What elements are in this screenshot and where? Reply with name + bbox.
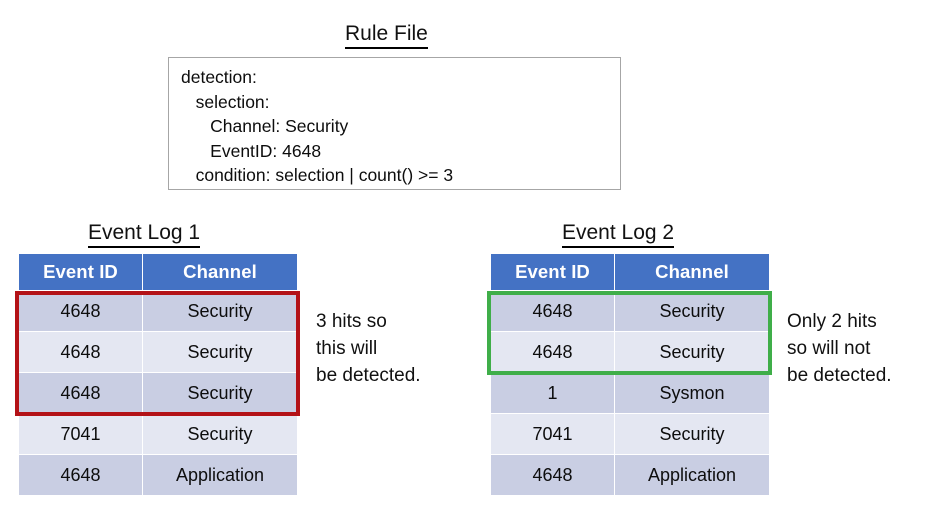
cell-channel: Security (614, 290, 770, 332)
annotation-event-log-1: 3 hits so this will be detected. (316, 311, 421, 386)
cell-event-id: 1 (490, 372, 615, 414)
column-header-channel: Channel (614, 253, 770, 291)
cell-event-id: 4648 (490, 454, 615, 496)
table-row: 4648 Application (18, 454, 298, 496)
cell-channel: Sysmon (614, 372, 770, 414)
rule-file-box: detection: selection: Channel: Security … (168, 57, 621, 190)
table-row: 4648 Security (18, 331, 298, 373)
column-header-event-id: Event ID (490, 253, 615, 291)
table-row: 4648 Security (18, 290, 298, 332)
cell-channel: Security (142, 331, 298, 373)
cell-event-id: 4648 (18, 331, 143, 373)
table-row: 4648 Security (490, 331, 770, 373)
table-row: 1 Sysmon (490, 372, 770, 414)
table-row: 7041 Security (18, 413, 298, 455)
cell-channel: Security (614, 331, 770, 373)
column-header-event-id: Event ID (18, 253, 143, 291)
cell-event-id: 7041 (490, 413, 615, 455)
event-log-1-title: Event Log 1 (88, 221, 201, 248)
table-header-row: Event ID Channel (490, 253, 770, 291)
event-log-2-table: Event ID Channel 4648 Security 4648 Secu… (490, 253, 770, 496)
cell-channel: Application (614, 454, 770, 496)
rule-file-title: Rule File (345, 22, 428, 49)
cell-event-id: 4648 (490, 290, 615, 332)
cell-event-id: 4648 (490, 331, 615, 373)
table-row: 7041 Security (490, 413, 770, 455)
event-log-1-table: Event ID Channel 4648 Security 4648 Secu… (18, 253, 298, 496)
event-log-2-title: Event Log 2 (562, 221, 675, 248)
cell-event-id: 4648 (18, 454, 143, 496)
cell-event-id: 4648 (18, 372, 143, 414)
cell-channel: Security (142, 372, 298, 414)
cell-event-id: 7041 (18, 413, 143, 455)
cell-channel: Security (142, 290, 298, 332)
table-row: 4648 Security (18, 372, 298, 414)
table-header-row: Event ID Channel (18, 253, 298, 291)
table-row: 4648 Security (490, 290, 770, 332)
rule-file-code-text: detection: selection: Channel: Security … (181, 67, 454, 185)
table-row: 4648 Application (490, 454, 770, 496)
column-header-channel: Channel (142, 253, 298, 291)
annotation-event-log-2: Only 2 hits so will not be detected. (787, 311, 892, 386)
cell-channel: Security (614, 413, 770, 455)
cell-event-id: 4648 (18, 290, 143, 332)
cell-channel: Security (142, 413, 298, 455)
cell-channel: Application (142, 454, 298, 496)
